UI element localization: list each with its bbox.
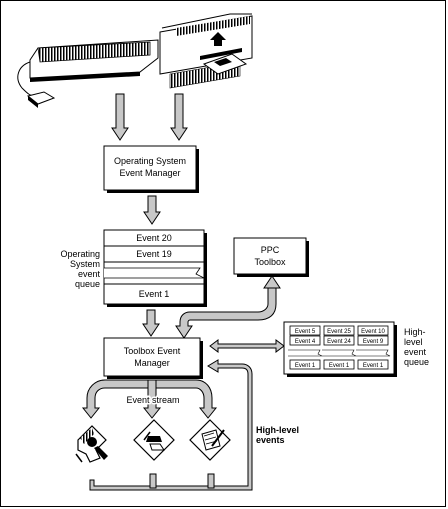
application-icon (189, 419, 231, 461)
svg-text:queue: queue (404, 357, 429, 367)
hl-queue-column-2: Event 25 Event 24 Event 1 (323, 325, 355, 370)
svg-text:System: System (70, 259, 100, 269)
svg-text:Event 4: Event 4 (295, 339, 316, 345)
application-icon (75, 425, 108, 463)
keyboard-icon (29, 39, 159, 82)
os-queue-event-20: Event 20 (136, 233, 172, 243)
toolbox-event-manager-line2: Manager (134, 358, 170, 368)
application-joins (149, 473, 215, 489)
arrow-to-os-queue (143, 195, 161, 225)
svg-text:High-: High- (404, 327, 426, 337)
svg-text:level: level (404, 337, 423, 347)
input-arrows (111, 93, 188, 141)
hl-queue-column-3: Event 10 Event 9 Event 1 (357, 325, 389, 370)
os-event-manager-line2: Event Manager (119, 168, 180, 178)
svg-text:Event 9: Event 9 (363, 339, 384, 345)
event-stream-arrows (81, 379, 218, 419)
hl-queue-column-1: Event 5 Event 4 Event 1 (289, 325, 321, 370)
computer-icon (159, 13, 253, 89)
double-arrow-to-highlevel-queue (209, 339, 285, 353)
toolbox-event-manager-line1: Toolbox Event (124, 346, 181, 356)
svg-text:event: event (404, 347, 427, 357)
svg-text:Event 1: Event 1 (295, 363, 316, 369)
high-level-queue-label: High- level event queue (404, 327, 429, 367)
arrow-ppc-to-toolbox (175, 275, 281, 339)
svg-text:Operating: Operating (60, 249, 100, 259)
svg-text:Event 25: Event 25 (327, 329, 351, 335)
arrow-to-toolbox-manager (142, 309, 160, 337)
high-level-events-loop (89, 359, 253, 491)
svg-text:event: event (78, 269, 101, 279)
svg-text:High-level: High-level (256, 425, 299, 435)
os-queue-label: Operating System event queue (60, 249, 100, 289)
svg-text:queue: queue (75, 279, 100, 289)
svg-text:Event 10: Event 10 (361, 329, 385, 335)
floppy-disk-icon (202, 32, 248, 75)
svg-text:Event 24: Event 24 (327, 339, 351, 345)
high-level-event-queue: Event 5 Event 4 Event 1 Event 25 Event 2… (283, 321, 397, 377)
svg-text:Event 1: Event 1 (363, 363, 384, 369)
application-icon (133, 419, 175, 461)
svg-text:events: events (256, 435, 285, 445)
os-event-manager-box: Operating System Event Manager (103, 145, 199, 193)
svg-text:Event 1: Event 1 (329, 363, 350, 369)
os-event-manager-line1: Operating System (114, 156, 186, 166)
event-stream-label: Event stream (126, 395, 179, 405)
mouse-icon (17, 61, 56, 108)
ppc-toolbox-line1: PPC (261, 245, 280, 255)
os-event-queue: Event 20 Event 19 Event 1 (103, 229, 207, 307)
toolbox-event-manager-box: Toolbox Event Manager (103, 337, 203, 379)
os-queue-event-19: Event 19 (136, 249, 172, 259)
ppc-toolbox-box: PPC Toolbox (233, 237, 309, 277)
high-level-events-label: High-level events (256, 425, 299, 445)
ppc-toolbox-line2: Toolbox (254, 257, 286, 267)
svg-text:Event 5: Event 5 (295, 329, 316, 335)
os-queue-event-1: Event 1 (139, 289, 170, 299)
